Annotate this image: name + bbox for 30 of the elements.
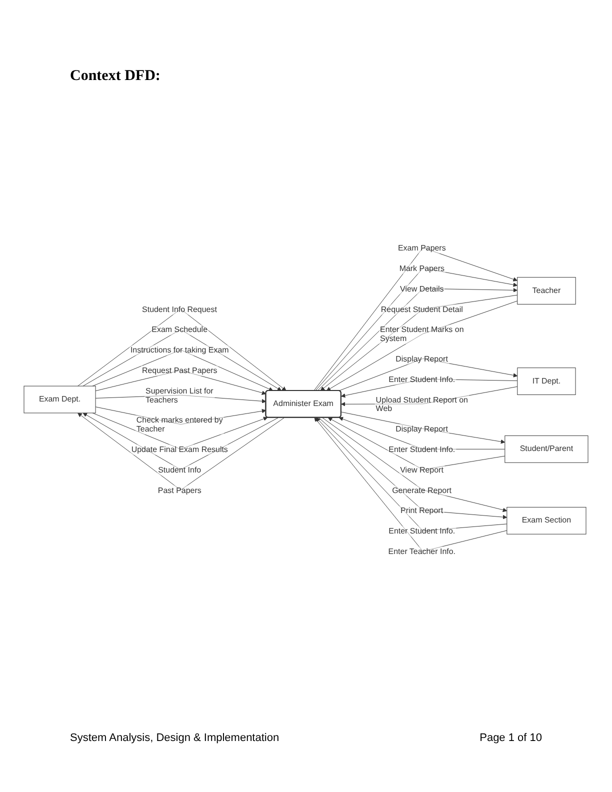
edge-label: Enter Student Info.: [388, 526, 456, 536]
edge-label: Check marks entered by Teacher: [136, 416, 223, 434]
edge-label: Instructions for taking Exam: [130, 346, 229, 355]
edge-label: Supervision List for Teachers: [146, 386, 214, 404]
edge-label: Student Info Request: [142, 304, 217, 314]
edge-label: Display Report: [396, 424, 448, 434]
edge-label: Upload Student Report on Web: [376, 395, 468, 414]
edge-label: Enter Student Marks on System: [380, 325, 464, 343]
diagram-title: Context DFD:: [70, 68, 160, 85]
edge-label: Request Student Detail: [380, 304, 463, 314]
edge-label: Exam Papers: [398, 243, 446, 252]
edge-label: Update Final Exam Results: [131, 444, 228, 454]
edge-label: Request Past Papers: [142, 366, 218, 376]
arrow: [95, 370, 266, 395]
arrow: [340, 378, 518, 398]
edge-label: Display Report: [396, 354, 448, 364]
edge-label: Enter Teacher Info.: [388, 547, 456, 556]
edge-label: Student Info: [158, 465, 202, 474]
page-number: Page 1 of 10: [480, 732, 542, 744]
edge-label: View Details: [400, 284, 444, 294]
edge-label: Generate Report: [392, 486, 452, 495]
edge-label: Enter Student Info.: [388, 374, 456, 384]
edge-label: Print Report: [400, 506, 444, 516]
edge-label: Mark Papers: [399, 264, 445, 273]
edge-label: Past Papers: [158, 486, 202, 495]
edge-label: View Report: [400, 465, 444, 474]
footer-text: System Analysis, Design & Implementation: [70, 732, 280, 744]
edge-label: Exam Schedule: [152, 325, 208, 334]
edge-label: Enter Student Info.: [388, 444, 456, 454]
arrow: [328, 417, 506, 470]
